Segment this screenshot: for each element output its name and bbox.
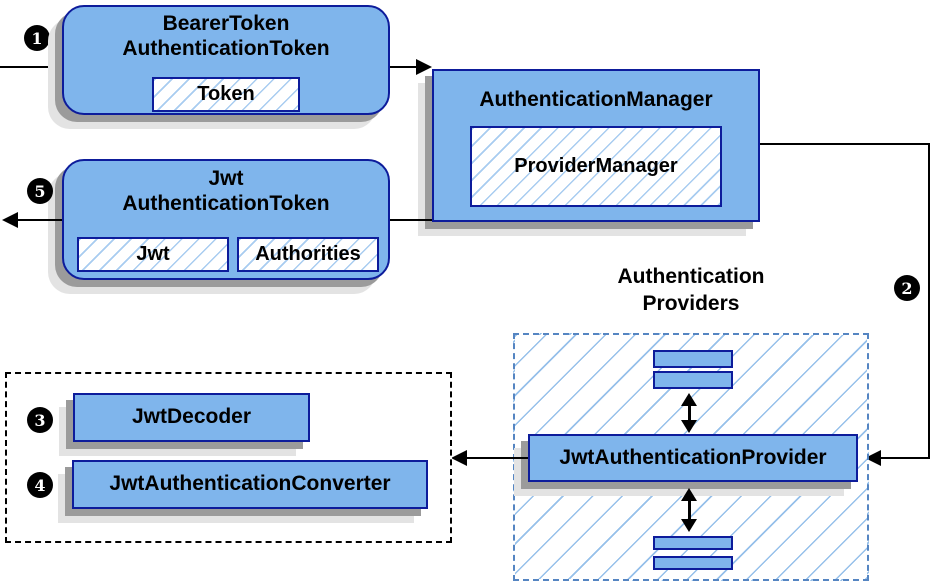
success-out-line [15,219,62,221]
step-3-badge: 3 [27,407,53,433]
jwt-decoder-node: JwtDecoder [73,393,310,442]
providers-link-arrow-bottom [681,488,697,532]
provider-slot-rect [653,371,733,389]
arrowhead-down-icon [681,420,697,433]
jwt-authentication-provider-node: JwtAuthenticationProvider [528,434,858,482]
jwt-authentication-token-title: Jwt AuthenticationToken [122,167,330,215]
jwt-authentication-converter-node: JwtAuthenticationConverter [72,460,428,509]
authorities-field: Authorities [237,237,379,272]
step-2-badge: 2 [894,275,920,301]
arrowhead-up-icon [681,488,697,501]
provider-slot-rect [653,536,733,550]
token-field: Token [152,77,300,112]
provider-manager-field: ProviderManager [470,126,722,207]
provider-slot-rect [653,350,733,368]
manager-to-jwt-token-line [390,219,432,221]
arrow-shaft [687,402,691,424]
manager-to-provider-line-right [928,143,930,459]
provider-to-decoder-line [464,457,528,459]
step-5-badge: 5 [27,178,53,204]
authentication-manager-node: AuthenticationManager ProviderManager [432,69,760,222]
arrow-shaft [687,497,691,523]
jwt-authentication-token-node: Jwt AuthenticationToken Jwt Authorities [62,159,390,280]
manager-to-provider-line-bottom [878,457,930,459]
authentication-manager-title: AuthenticationManager [479,88,713,111]
jwt-authentication-converter-title: JwtAuthenticationConverter [109,472,391,496]
request-in-line [0,66,63,68]
step-4-badge: 4 [27,472,53,498]
bearer-to-manager-line [390,66,419,68]
arrowhead-left-icon [451,450,467,466]
arrowhead-left-icon [865,450,881,466]
bearer-token-title: BearerToken AuthenticationToken [122,12,330,60]
manager-to-provider-line-top [760,143,930,145]
provider-slot-rect [653,556,733,570]
step-1-badge: 1 [24,25,50,51]
authentication-providers-label: Authentication Providers [617,265,765,316]
arrowhead-right-icon [416,59,432,75]
arrowhead-left-icon [2,212,18,228]
jwt-field: Jwt [77,237,229,272]
jwt-authentication-provider-title: JwtAuthenticationProvider [559,445,827,469]
bearer-token-authentication-token-node: BearerToken AuthenticationToken Token [62,5,390,115]
arrowhead-down-icon [681,519,697,532]
providers-link-arrow-top [681,393,697,433]
arrowhead-up-icon [681,393,697,406]
jwt-decoder-title: JwtDecoder [131,405,252,429]
